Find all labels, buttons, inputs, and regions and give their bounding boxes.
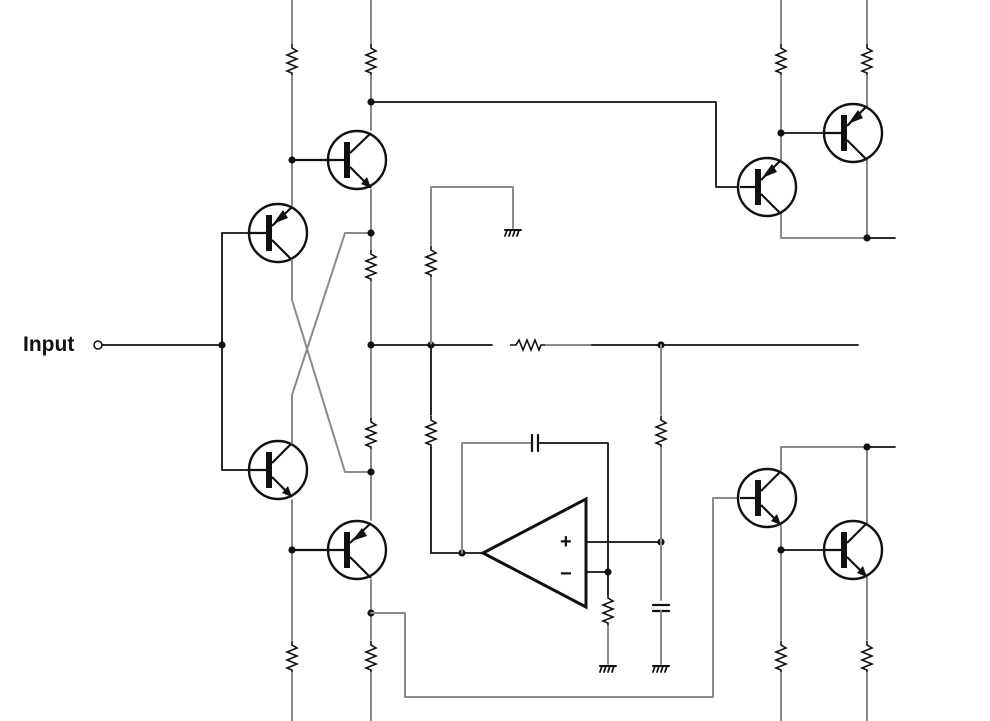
input-terminal xyxy=(93,340,103,350)
op-amp: + − xyxy=(479,496,588,610)
transistor-q8 xyxy=(822,519,884,581)
sense-network xyxy=(425,186,522,554)
left-rail-outer xyxy=(286,0,298,721)
crossover-wires xyxy=(291,232,372,473)
opamp-minus-sign: − xyxy=(560,563,572,585)
transistor-q6 xyxy=(822,102,884,164)
right-rails-lower xyxy=(775,446,896,721)
right-rails-upper xyxy=(775,0,896,239)
transistor-q3 xyxy=(247,439,309,501)
right-sense-column xyxy=(651,344,671,673)
input-label: Input xyxy=(23,333,74,356)
transistor-q7 xyxy=(736,467,798,529)
transistor-q5 xyxy=(736,156,798,218)
transistor-q4 xyxy=(292,519,388,581)
opamp-plus-sign: + xyxy=(560,531,572,553)
feedback-capacitor xyxy=(461,433,609,573)
transistor-q2 xyxy=(292,129,388,191)
transistor-q1 xyxy=(247,202,309,264)
